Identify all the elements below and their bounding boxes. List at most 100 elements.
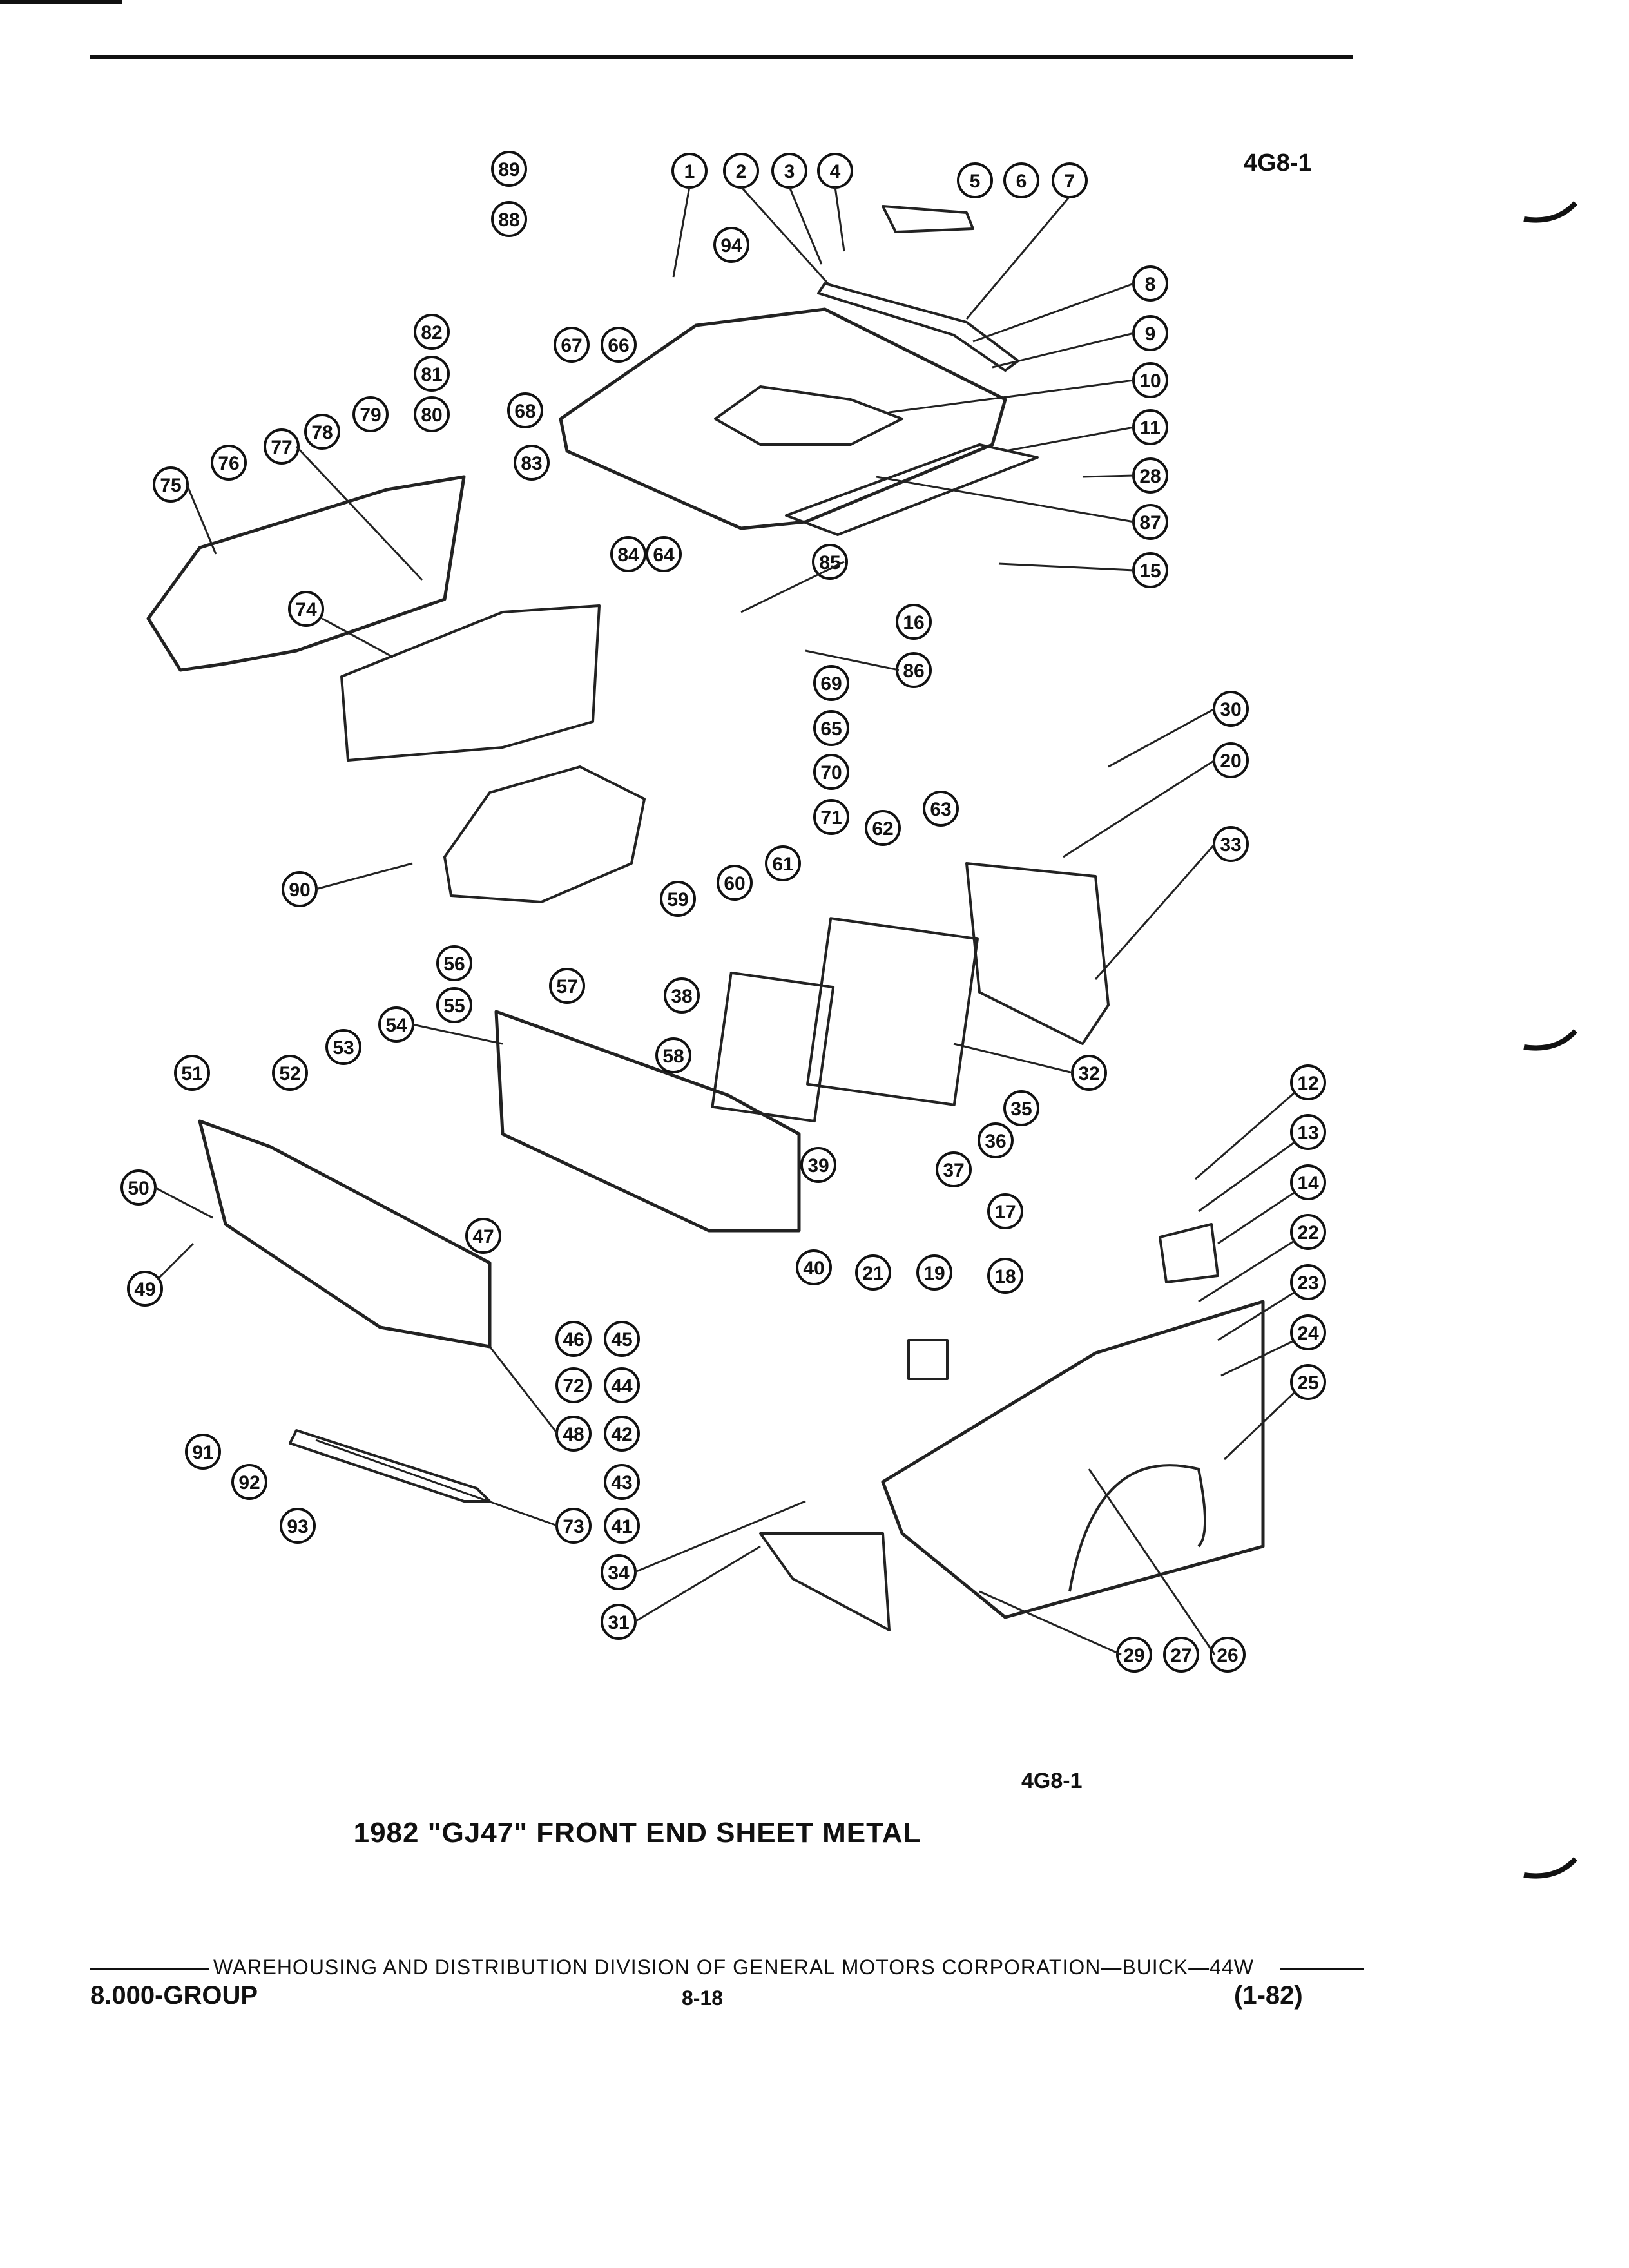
callout-31: 31: [601, 1604, 637, 1640]
left-inner-fender: [340, 604, 601, 762]
svg-text:90: 90: [289, 879, 310, 901]
svg-text:9: 9: [1145, 323, 1156, 345]
leader-line: [979, 1590, 1122, 1656]
callout-64: 64: [646, 536, 682, 572]
svg-text:32: 32: [1078, 1063, 1099, 1084]
callout-6: 6: [1003, 162, 1039, 198]
svg-text:46: 46: [563, 1329, 584, 1350]
callout-28: 28: [1132, 457, 1168, 494]
callout-68: 68: [507, 392, 543, 428]
svg-text:6: 6: [1016, 171, 1027, 192]
callout-71: 71: [813, 799, 849, 835]
leader-line: [1217, 1291, 1296, 1341]
svg-text:41: 41: [611, 1516, 632, 1537]
leader-line: [1220, 1339, 1296, 1377]
corner-mark: [0, 0, 122, 4]
callout-40: 40: [796, 1249, 832, 1285]
callout-4: 4: [817, 153, 853, 189]
leader-line: [965, 196, 1071, 320]
callout-5: 5: [957, 162, 993, 198]
svg-text:67: 67: [561, 335, 582, 356]
footer-group: 8.000-GROUP: [90, 1981, 258, 2010]
svg-text:66: 66: [608, 335, 629, 356]
svg-text:60: 60: [724, 873, 745, 894]
leader-line: [295, 445, 423, 581]
radiator-support: [494, 1010, 801, 1233]
callout-32: 32: [1071, 1055, 1107, 1091]
svg-text:28: 28: [1139, 466, 1161, 487]
svg-text:13: 13: [1297, 1122, 1318, 1144]
callout-20: 20: [1213, 742, 1249, 778]
svg-text:11: 11: [1140, 418, 1161, 439]
svg-text:15: 15: [1139, 561, 1161, 582]
callout-77: 77: [264, 428, 300, 465]
svg-text:57: 57: [556, 976, 577, 997]
svg-text:92: 92: [238, 1472, 260, 1494]
svg-text:88: 88: [498, 209, 519, 231]
callout-81: 81: [414, 356, 450, 392]
callout-89: 89: [491, 151, 527, 187]
callout-73: 73: [555, 1508, 592, 1544]
footer-dash: [90, 1968, 209, 1970]
callout-75: 75: [153, 466, 189, 503]
callout-10: 10: [1132, 362, 1168, 398]
svg-text:24: 24: [1297, 1323, 1319, 1344]
binder-mark-icon: [1523, 1857, 1577, 1879]
callout-57: 57: [549, 968, 585, 1004]
svg-text:62: 62: [872, 818, 893, 840]
callout-83: 83: [514, 445, 550, 481]
svg-text:94: 94: [720, 235, 742, 256]
footer-date: (1-82): [1234, 1981, 1303, 2010]
wheel-housing: [443, 765, 646, 903]
callout-78: 78: [304, 414, 340, 450]
callout-45: 45: [604, 1321, 640, 1357]
callout-94: 94: [713, 227, 749, 263]
leader-line: [740, 186, 829, 285]
fan-shroud: [965, 862, 1110, 1045]
svg-text:7: 7: [1065, 171, 1075, 192]
figure-ref-top: 4G8-1: [1244, 149, 1312, 177]
callout-46: 46: [555, 1321, 592, 1357]
svg-text:84: 84: [617, 544, 639, 566]
filler-panel: [289, 1429, 491, 1503]
binder-mark-icon: [1523, 201, 1577, 223]
callout-22: 22: [1290, 1214, 1326, 1250]
svg-text:85: 85: [819, 552, 840, 573]
callout-11: 11: [1132, 409, 1168, 445]
svg-text:35: 35: [1010, 1099, 1032, 1120]
cowl-vent: [882, 205, 974, 233]
leader-line: [634, 1500, 806, 1573]
svg-text:55: 55: [443, 995, 465, 1017]
callout-60: 60: [717, 865, 753, 901]
leader-line: [953, 1043, 1074, 1074]
svg-text:61: 61: [772, 854, 793, 875]
callout-53: 53: [325, 1029, 361, 1065]
callout-12: 12: [1290, 1064, 1326, 1100]
callout-26: 26: [1210, 1637, 1246, 1673]
callout-29: 29: [1116, 1637, 1152, 1673]
svg-text:14: 14: [1297, 1173, 1319, 1194]
svg-text:52: 52: [279, 1063, 300, 1084]
svg-text:18: 18: [994, 1266, 1016, 1287]
leader-line: [157, 1242, 195, 1280]
leader-line: [740, 561, 845, 613]
callout-49: 49: [127, 1271, 163, 1307]
figure-ref-bottom: 4G8-1: [1021, 1769, 1083, 1793]
leader-line: [1198, 1239, 1296, 1303]
callout-2: 2: [723, 153, 759, 189]
svg-text:31: 31: [608, 1612, 629, 1633]
svg-text:79: 79: [360, 405, 381, 426]
callout-33: 33: [1213, 826, 1249, 862]
callout-66: 66: [601, 327, 637, 363]
leader-line: [186, 484, 217, 555]
svg-text:74: 74: [295, 599, 317, 620]
reservoir: [1159, 1223, 1219, 1283]
svg-text:54: 54: [385, 1015, 407, 1036]
svg-text:38: 38: [671, 986, 692, 1007]
svg-text:19: 19: [923, 1263, 945, 1284]
callout-38: 38: [664, 977, 700, 1014]
horn: [907, 1339, 949, 1380]
callout-65: 65: [813, 710, 849, 746]
binder-mark-icon: [1523, 1029, 1577, 1051]
svg-text:21: 21: [862, 1263, 883, 1284]
